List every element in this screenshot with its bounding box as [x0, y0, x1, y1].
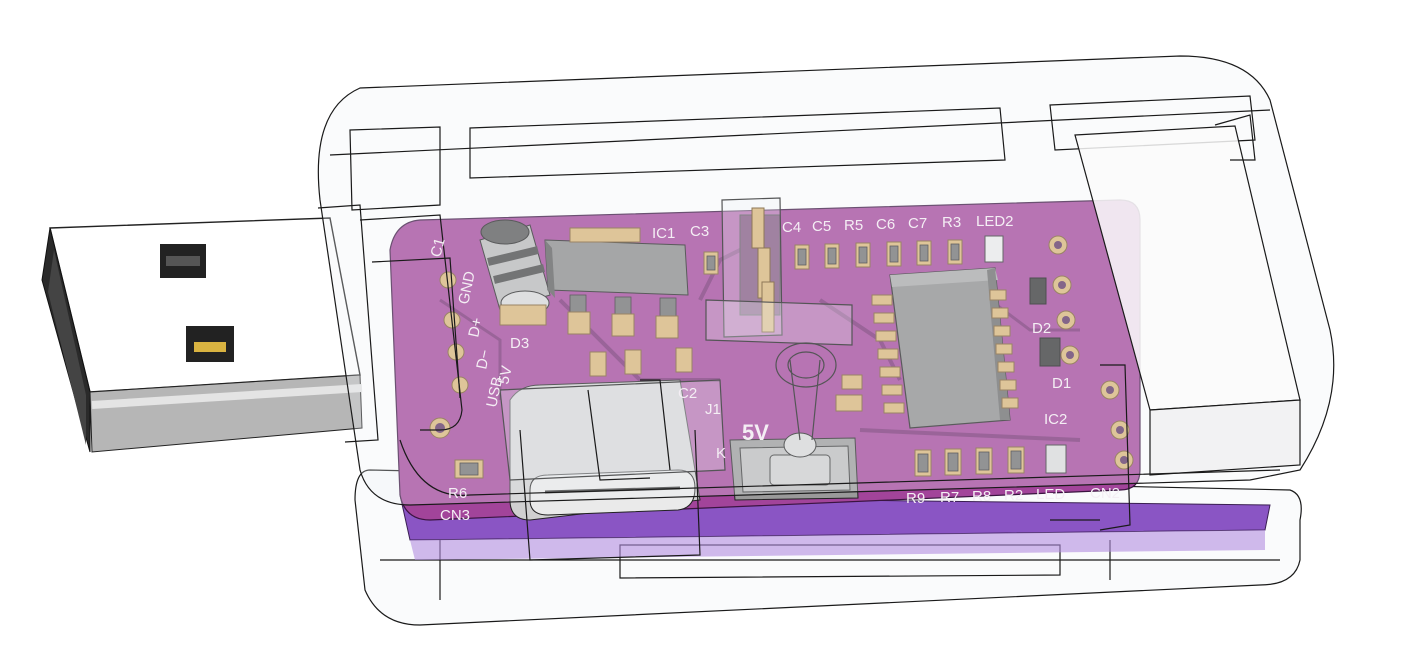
label-usb: USB	[483, 375, 506, 409]
label-j1: J1	[705, 401, 721, 418]
enclosure-top	[317, 55, 1335, 561]
jumper-header	[705, 197, 853, 346]
label-ic1: IC1	[652, 225, 675, 242]
label-gnd: GND	[455, 270, 479, 306]
smd-middle	[454, 347, 863, 479]
label-cn3: CN3	[440, 507, 470, 524]
label-r9: R9	[906, 490, 925, 507]
label-d3: D3	[510, 335, 529, 352]
label-ic2: IC2	[1044, 411, 1067, 428]
label-c6: C6	[876, 216, 895, 233]
smd-top-row	[703, 235, 1004, 275]
label-r5: R5	[844, 217, 863, 234]
header-pads-right	[1048, 235, 1134, 470]
label-d1: D1	[1052, 375, 1071, 392]
label-c3: C3	[690, 223, 709, 240]
usb-a-plug	[41, 217, 363, 453]
label-5v-big: 5V	[742, 420, 769, 445]
label-r2: R2	[1004, 487, 1023, 504]
silkscreen-labels: C1 GND D+ D− USB 5V D3 IC1 C3 C4 C5 R5 C…	[427, 213, 1120, 524]
label-r7: R7	[940, 489, 959, 506]
capacitor-c1	[479, 219, 551, 326]
label-led: LED	[1036, 486, 1065, 503]
label-r8: R8	[972, 488, 991, 505]
label-k: K	[716, 445, 726, 462]
diodes-d1-d2	[1029, 277, 1061, 367]
reset-button	[729, 342, 859, 501]
label-d2: D2	[1032, 320, 1051, 337]
label-r6: R6	[448, 485, 467, 502]
label-c7: C7	[908, 215, 927, 232]
label-c4: C4	[782, 219, 801, 236]
regulator-ic1	[544, 227, 689, 339]
label-d-minus: D−	[473, 348, 494, 371]
label-c2: C2	[678, 385, 697, 402]
label-cn2: CN2	[1090, 485, 1120, 502]
resistors-bottom-row	[914, 444, 1067, 477]
label-5v-small: 5V	[495, 364, 515, 385]
label-c5: C5	[812, 218, 831, 235]
label-r3: R3	[942, 214, 961, 231]
label-c1: C1	[427, 236, 448, 259]
chip-ic2-pins	[871, 289, 1019, 414]
label-led2: LED2	[976, 213, 1014, 230]
label-d-plus: D+	[465, 316, 486, 339]
